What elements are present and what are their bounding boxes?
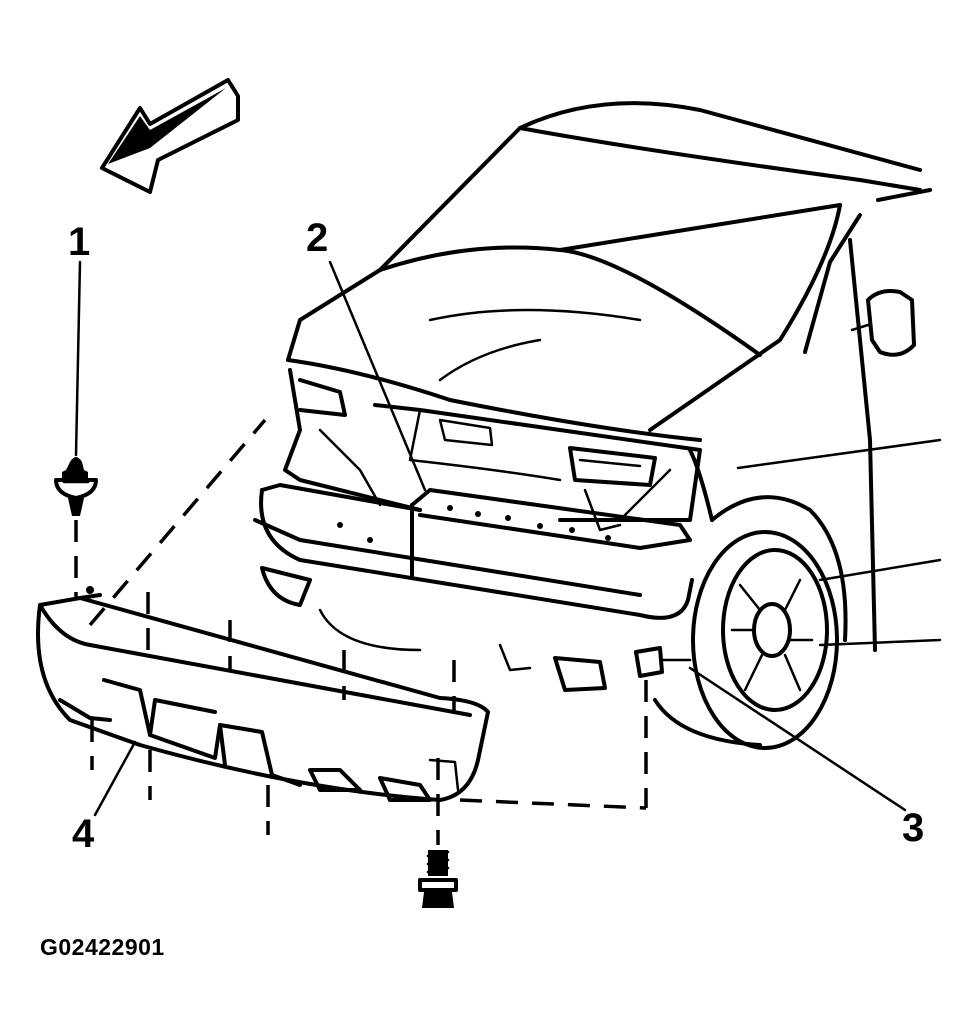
bumper-fascia — [36, 586, 490, 802]
leader-lines — [74, 260, 907, 817]
callout-4-fascia: 4 — [72, 812, 95, 856]
push-pin-retainer-icon — [54, 457, 98, 516]
bumper-impact-bar — [253, 483, 694, 692]
callout-1-push-pin: 1 — [68, 220, 91, 264]
hex-bolt-icon — [418, 850, 458, 908]
callout-2-impact-bar: 2 — [306, 216, 329, 260]
alignment-lines — [74, 418, 648, 845]
figure-id-label: G02422901 — [40, 934, 165, 960]
front-grille-assembly — [283, 368, 702, 532]
callout-3-bracket: 3 — [902, 806, 925, 850]
forward-direction-arrow-icon — [100, 78, 240, 194]
vehicle-body — [286, 101, 942, 652]
bumper-bracket — [634, 646, 692, 678]
front-wheel — [653, 530, 839, 750]
